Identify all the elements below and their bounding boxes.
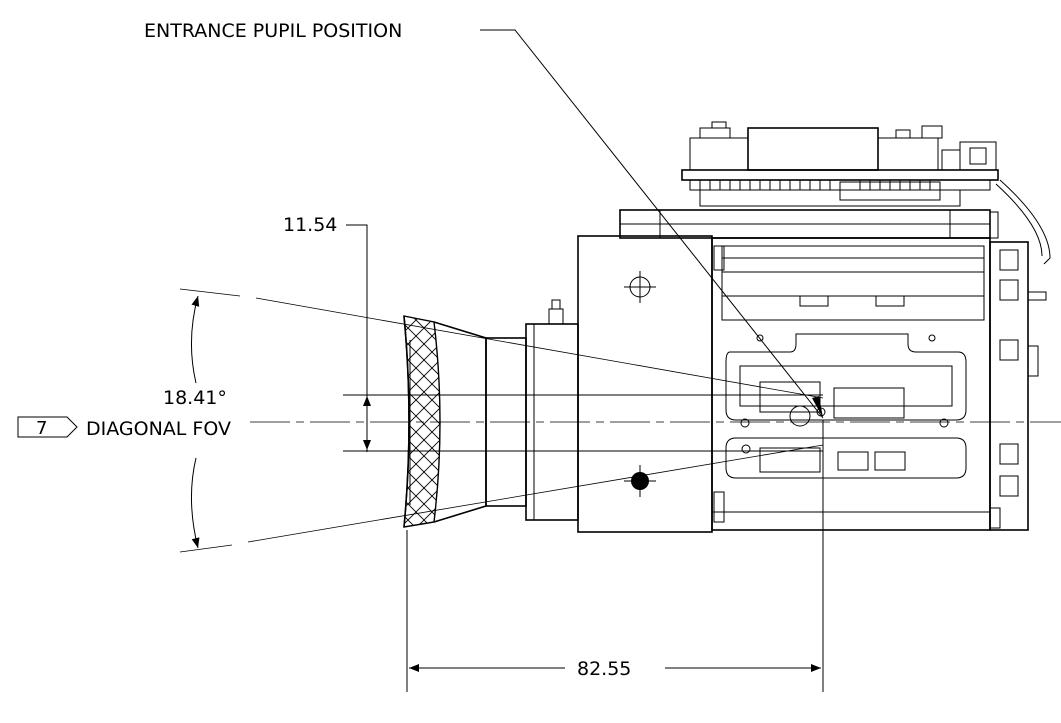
focus-lock-screw bbox=[548, 308, 564, 325]
note-number: 7 bbox=[36, 418, 47, 439]
fov-ray-upper-ext bbox=[179, 288, 241, 297]
pcb-board bbox=[681, 169, 999, 181]
front-lens-edge bbox=[403, 315, 410, 528]
diagonal-fov-label: DIAGONAL FOV bbox=[86, 418, 231, 440]
entrance-pupil-label: ENTRANCE PUPIL POSITION bbox=[144, 20, 402, 42]
electronics-board bbox=[681, 121, 999, 207]
note-flag-shape bbox=[17, 416, 78, 438]
entrance-pupil-leader bbox=[480, 29, 824, 419]
mounting-hole-lower bbox=[624, 465, 656, 497]
sensor-cutout bbox=[725, 333, 967, 421]
pupil-offset-leader bbox=[346, 224, 368, 452]
fov-ray-lower bbox=[247, 444, 824, 543]
fov-angle-dimension: 18.41° bbox=[163, 295, 227, 549]
fov-arc-upper bbox=[191, 295, 200, 384]
fov-arc-lower bbox=[191, 457, 200, 549]
overall-length-dimension: 82.55 bbox=[406, 420, 824, 692]
fov-ray-lower-ext bbox=[179, 544, 233, 553]
lens-assembly bbox=[403, 299, 579, 528]
overall-length-value: 82.55 bbox=[577, 658, 631, 680]
fov-angle-value: 18.41° bbox=[163, 387, 227, 409]
camera-housing bbox=[577, 209, 991, 533]
entrance-pupil-marker bbox=[816, 407, 826, 417]
pcb-component-large bbox=[747, 127, 879, 171]
mounting-hole-upper bbox=[624, 271, 656, 303]
diagonal-fov-note: 7 DIAGONAL FOV bbox=[17, 416, 231, 440]
rear-connector-module bbox=[989, 179, 1051, 531]
fov-ray-upper bbox=[255, 297, 824, 399]
entrance-pupil-callout: ENTRANCE PUPIL POSITION bbox=[144, 20, 824, 419]
fov-rays bbox=[179, 288, 824, 553]
lower-cutout bbox=[725, 437, 967, 479]
pupil-offset-dimension: 11.54 bbox=[283, 214, 823, 452]
rear-body bbox=[711, 237, 991, 531]
pupil-offset-value: 11.54 bbox=[283, 214, 337, 236]
